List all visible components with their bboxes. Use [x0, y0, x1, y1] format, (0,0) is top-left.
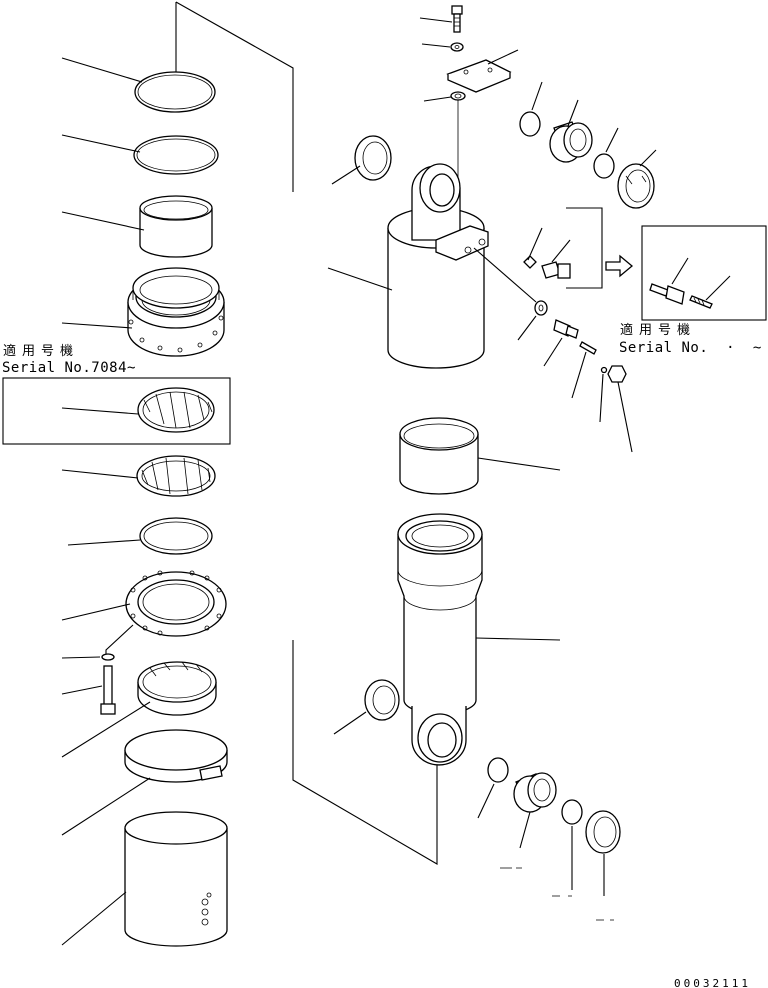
- bolt-top: [451, 5, 463, 33]
- leader-line: [61, 603, 131, 621]
- leader-line: [423, 96, 452, 102]
- fitting-box: [566, 207, 603, 289]
- leader-line: [61, 211, 145, 231]
- leader-line: [527, 227, 543, 261]
- washer-top: [450, 42, 464, 52]
- leader-line: [61, 777, 151, 836]
- leader-line: [543, 337, 563, 367]
- lock-plate: [446, 59, 512, 93]
- leader-line: [61, 656, 101, 659]
- alt-fitting-box: [641, 225, 767, 321]
- leader-line: [517, 315, 537, 341]
- leader-line: [567, 99, 579, 127]
- bearing-top: [519, 111, 541, 137]
- leader-line: [519, 811, 531, 849]
- leader-line: [105, 624, 134, 656]
- spacer: [450, 91, 466, 101]
- leader-line: [61, 701, 151, 758]
- leader-line: [571, 351, 587, 399]
- leader-line: [61, 407, 139, 415]
- seal-ring-striped: [137, 387, 215, 433]
- bushing: [139, 195, 213, 258]
- grease-nipple-alt: [649, 283, 685, 305]
- leader-line: [333, 711, 367, 735]
- leader-line: [61, 891, 127, 946]
- hollow-right-arrow-icon: [605, 254, 634, 278]
- serial-number-left: Serial No.7084~: [2, 360, 136, 376]
- leader-line: [639, 149, 657, 167]
- bracket-line-right-top: [175, 1, 294, 192]
- spherical-bearing-bottom: [513, 772, 557, 813]
- washer-small: [101, 653, 115, 661]
- cap-nut: [607, 365, 627, 383]
- applicable-serial-label-right-jp: 適用号機: [620, 323, 697, 338]
- snap-ring-bottom-right: [561, 799, 583, 825]
- dust-seal-bottom-left: [364, 679, 400, 721]
- leader-line: [421, 43, 451, 48]
- leader-line: [477, 457, 561, 471]
- leader-line: [531, 81, 543, 111]
- leader-line: [331, 165, 361, 185]
- spherical-bearing-top: [549, 121, 593, 163]
- flange-retainer: [125, 570, 227, 637]
- dust-seal-bottom-right: [585, 810, 621, 854]
- leader-line: [327, 267, 393, 291]
- o-ring-top: [134, 71, 216, 113]
- leader-line: [61, 469, 139, 479]
- leader-line: [67, 539, 141, 546]
- leader-line: [61, 134, 141, 153]
- check-ball: [579, 341, 597, 355]
- serial-box: [2, 377, 231, 445]
- grease-bolt: [541, 261, 571, 279]
- leader-line: [61, 322, 133, 329]
- bolt-long: [100, 665, 116, 715]
- snap-ring: [139, 517, 213, 555]
- grease-nipple-washer: [534, 300, 548, 316]
- leader-line: [599, 373, 604, 423]
- bushing-middle: [399, 417, 479, 495]
- leader-line: [477, 783, 495, 819]
- rod-seal: [136, 455, 216, 497]
- leader-line: [487, 49, 519, 65]
- ball-small: [600, 366, 608, 374]
- drawing-code: 00032111: [674, 977, 751, 988]
- leader-line: [705, 275, 731, 301]
- leader-line: [473, 247, 537, 303]
- wear-ring: [137, 661, 217, 716]
- band-clamp: [124, 729, 228, 783]
- dust-seal-top: [354, 135, 392, 181]
- leader-line: [475, 637, 561, 641]
- snap-ring-top-right: [593, 153, 615, 179]
- bracket-line-bottom: [292, 640, 438, 865]
- leader-line: [61, 685, 103, 695]
- grease-nipple: [553, 319, 579, 339]
- backup-ring: [133, 135, 219, 175]
- dust-seal-top-right: [617, 163, 655, 209]
- leader-line: [617, 381, 633, 453]
- leader-line: [605, 127, 619, 153]
- leader-line: [551, 239, 571, 263]
- washer-small-right: [523, 255, 537, 269]
- leader-line: [61, 57, 143, 83]
- cylinder-tube: [387, 163, 489, 369]
- serial-number-right: Serial No. · ~: [619, 340, 762, 356]
- applicable-serial-label-left-jp: 適用号機: [3, 344, 80, 359]
- cover-tube: [124, 811, 228, 947]
- check-valve-alt: [689, 295, 713, 309]
- piston-rod: [397, 513, 483, 766]
- leader-line: [419, 17, 453, 23]
- snap-ring-bottom: [487, 757, 509, 783]
- flange-head: [127, 267, 225, 357]
- leader-line: [671, 257, 689, 285]
